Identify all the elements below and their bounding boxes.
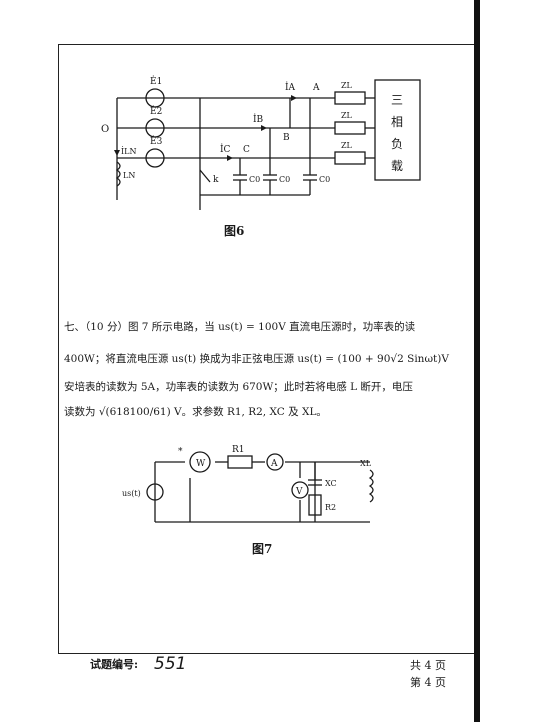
label-r2: R2	[325, 503, 336, 512]
label-e3: Ė3	[150, 135, 163, 147]
label-c0-1: C0	[249, 175, 260, 184]
load-char-1: 三	[391, 93, 403, 107]
exam-code-label: 试题编号:	[90, 658, 139, 671]
label-node-c: C	[243, 145, 250, 155]
label-zl-a: ZL	[341, 81, 353, 90]
load-char-2: 相	[391, 115, 403, 129]
label-c0-3: C0	[319, 175, 330, 184]
label-neutral: O	[101, 124, 109, 135]
label-iln: İLN	[121, 147, 136, 156]
page-edge-shadow	[474, 0, 480, 722]
label-zl-c: ZL	[341, 141, 353, 150]
wattmeter-star: *	[178, 447, 183, 457]
voltmeter-symbol: V	[295, 487, 303, 497]
label-r1: R1	[232, 445, 245, 455]
problem-7-line-2: 400W；将直流电压源 us(t) 换成为非正弦电压源 us(t) = (100…	[64, 353, 449, 365]
exam-code-value: 551	[154, 654, 187, 674]
label-ib: İB	[253, 113, 264, 125]
wattmeter-symbol: W	[196, 459, 206, 469]
label-ln: LN	[123, 171, 135, 180]
ammeter-symbol: A	[270, 459, 278, 469]
label-k: k	[213, 175, 219, 185]
load-char-4: 载	[391, 159, 403, 173]
label-ic: İC	[220, 143, 231, 155]
label-e1: Ė1	[150, 75, 162, 87]
label-xc: XC	[325, 479, 337, 488]
figure-6-circuit: Ė1 Ė2 Ė3 O İA İB İC İLN LN A B C ZL ZL Z…	[101, 75, 421, 210]
figure-6-caption: 图6	[224, 224, 245, 238]
problem-7-line-4: 读数为 √(618100/61) V。求参数 R1, R2, XC 及 XL。	[64, 406, 327, 418]
label-e2: Ė2	[150, 105, 162, 117]
label-xl: XL	[360, 459, 372, 468]
label-ia: İA	[285, 81, 296, 93]
figure-7-caption: 图7	[252, 542, 273, 556]
total-pages: 共 4 页	[410, 659, 446, 672]
problem-7-line-1: 七、（10 分）图 7 所示电路，当 us(t) = 100V 直流电压源时，功…	[64, 321, 416, 333]
label-c0-2: C0	[279, 175, 290, 184]
problem-7-line-3: 安培表的读数为 5A，功率表的读数为 670W；此时若将电感 L 断开，电压	[64, 381, 413, 393]
figure-7-circuit: us(t) W * R1 A V XC R2 XL	[122, 445, 374, 523]
label-zl-b: ZL	[341, 111, 353, 120]
page-frame	[58, 44, 479, 654]
label-node-a: A	[312, 83, 320, 93]
load-char-3: 负	[391, 137, 403, 151]
label-us: us(t)	[122, 489, 141, 498]
label-node-b: B	[283, 133, 290, 143]
current-page: 第 4 页	[410, 676, 446, 689]
